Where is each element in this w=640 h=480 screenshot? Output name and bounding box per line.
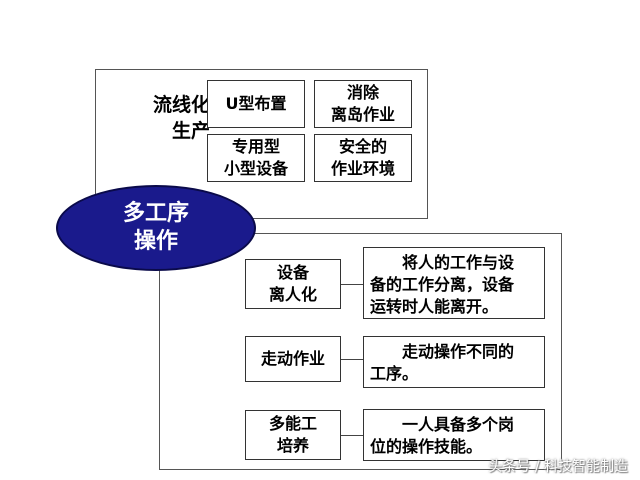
center-ellipse: 多工序 操作: [56, 185, 256, 271]
top-group-title: 流线化 生产: [152, 94, 210, 142]
top-item-dedicated-equipment: 专用型 小型设备: [207, 134, 305, 182]
row-connector: [341, 359, 363, 360]
row-label-multi-skill: 多能工 培养: [245, 410, 341, 460]
top-item-eliminate-island: 消除 离岛作业: [314, 80, 412, 128]
row-connector: [341, 435, 363, 436]
row-desc-multi-skill: 一人具备多个岗 位的操作技能。: [363, 409, 545, 461]
top-item-u-layout: U型布置: [207, 80, 305, 128]
row-label-equipment-separation: 设备 离人化: [245, 259, 341, 309]
center-label: 多工序 操作: [122, 201, 189, 254]
row-desc-equipment-separation: 将人的工作与设 备的工作分离，设备 运转时人能离开。: [363, 247, 545, 319]
row-connector: [341, 284, 363, 285]
top-item-safe-environment: 安全的 作业环境: [314, 134, 412, 182]
watermark: 头条号 / 科技智能制造: [488, 459, 628, 475]
row-desc-walking-operation: 走动操作不同的 工序。: [363, 336, 545, 388]
row-label-walking-operation: 走动作业: [245, 336, 341, 382]
